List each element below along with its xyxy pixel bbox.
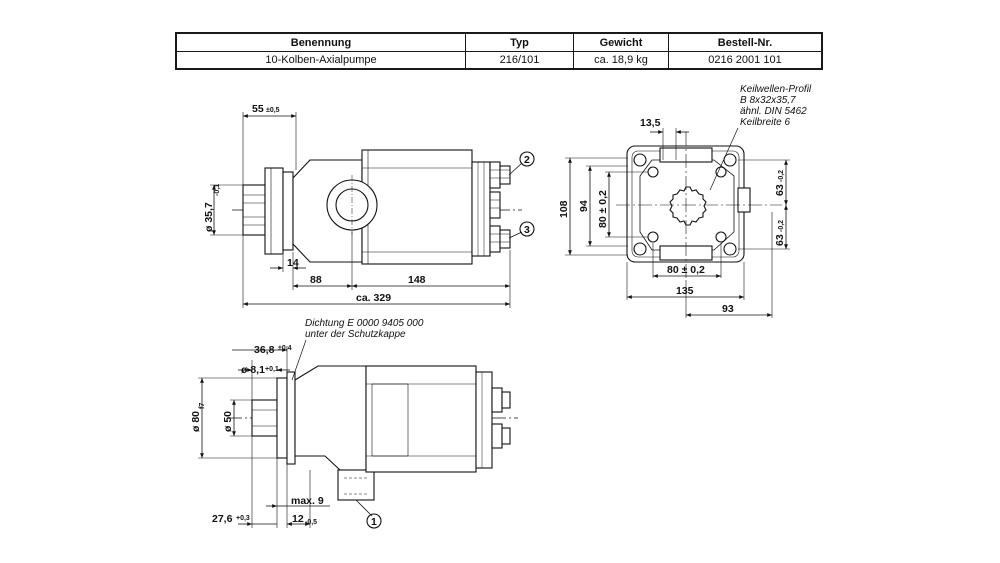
callout-circle-1 (366, 513, 382, 529)
side-view-labels: 55 ±0,5 ø 35,7 -0,1 14 88 148 ca. 329 2 … (203, 103, 530, 304)
dim-63a-tol: -0,2 (778, 170, 785, 182)
callout-circle-3 (519, 221, 535, 237)
dim-135: 135 (676, 285, 694, 297)
callout-circle-2 (519, 151, 535, 167)
seal-line2: unter der Schutzkappe (305, 329, 406, 340)
spec-table-row: 10-Kolben-Axialpumpe 216/101 ca. 18,9 kg… (176, 51, 822, 69)
header-gewicht: Gewicht (573, 33, 669, 52)
dim-368: 36,8 (254, 344, 275, 356)
header-bestell-nr: Bestell-Nr. (668, 33, 822, 52)
dim-357: ø 35,7 (203, 202, 215, 232)
cell-gewicht: ca. 18,9 kg (573, 51, 669, 69)
note-line1: Keilwellen-Profil (740, 84, 812, 95)
header-typ: Typ (465, 33, 574, 52)
dim-14: 14 (287, 257, 299, 269)
cell-bestell-nr: 0216 2001 101 (668, 51, 822, 69)
dim-368-tol: ±0,4 (278, 345, 292, 352)
note-line2: B 8x32x35,7 (740, 95, 796, 106)
dim-88: 88 (310, 274, 322, 286)
dim-135-top: 13,5 (640, 117, 661, 129)
cell-typ: 216/101 (465, 51, 574, 69)
note-line4: Keilbreite 6 (740, 117, 790, 128)
dim-94: 94 (578, 200, 590, 212)
dim-81: ø 8,1 (241, 364, 265, 376)
dim-80f-tol: f7 (199, 403, 206, 409)
dim-12-tol: -0,5 (305, 519, 317, 526)
dim-12: 12 (292, 513, 304, 525)
dim-55-tol: ±0,5 (266, 107, 280, 114)
dim-63a: 63 (774, 184, 786, 196)
dim-50: ø 50 (222, 411, 234, 432)
dim-276: 27,6 (212, 513, 233, 525)
dim-63b-tol: -0,2 (778, 220, 785, 232)
note-line3: ähnl. DIN 5462 (740, 106, 807, 117)
dim-80h: 80 ± 0,2 (667, 264, 705, 276)
dim-108: 108 (558, 200, 570, 218)
dim-329: ca. 329 (356, 292, 391, 304)
dim-80v: 80 ± 0,2 (597, 190, 609, 228)
dim-max9: max. 9 (291, 495, 324, 507)
seal-line1: Dichtung E 0000 9405 000 (305, 318, 424, 329)
dim-81-tol: +0,1 (265, 366, 279, 373)
bottom-view (198, 339, 518, 529)
dim-148: 148 (408, 274, 426, 286)
callout-2: 2 (524, 154, 530, 166)
end-view (565, 127, 790, 318)
callout-3: 3 (524, 224, 530, 236)
header-benennung: Benennung (176, 33, 466, 52)
dim-357-tol: -0,1 (214, 184, 221, 196)
dim-55: 55 (252, 103, 264, 115)
dim-80f: ø 80 (190, 411, 202, 432)
spec-table-header-row: Benennung Typ Gewicht Bestell-Nr. (176, 33, 822, 52)
cell-benennung: 10-Kolben-Axialpumpe (265, 54, 377, 66)
end-view-labels: Keilwellen-Profil B 8x32x35,7 ähnl. DIN … (558, 84, 812, 315)
callout-1: 1 (371, 516, 377, 528)
dim-276-tol: +0,3 (236, 515, 250, 522)
spec-table: Benennung Typ Gewicht Bestell-Nr. 10-Kol… (175, 32, 823, 70)
bottom-view-labels: Dichtung E 0000 9405 000 unter der Schut… (190, 318, 424, 528)
dim-63b: 63 (774, 234, 786, 246)
dim-93: 93 (722, 303, 734, 315)
side-view (210, 112, 535, 308)
